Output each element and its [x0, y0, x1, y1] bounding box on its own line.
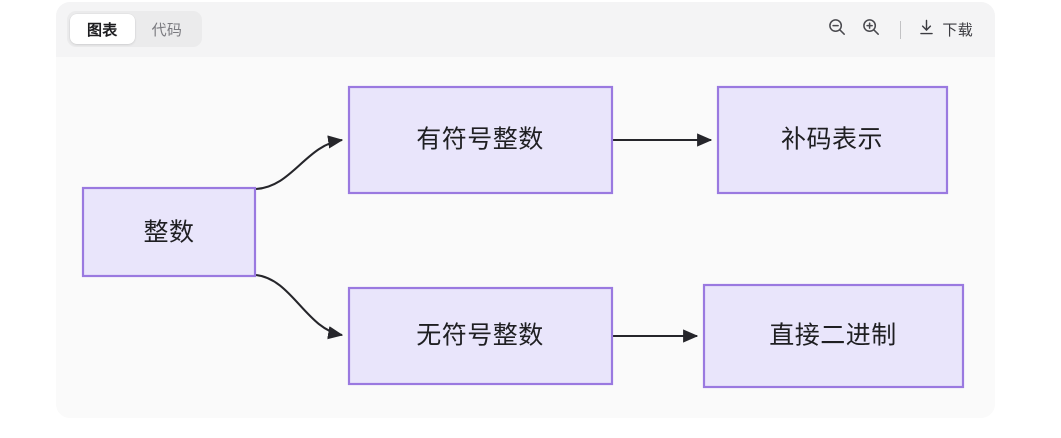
flowchart-svg: 整数 有符号整数 补码表示 无符号整数 直接二进制 — [81, 85, 965, 389]
node-twos-complement-box[interactable] — [716, 85, 949, 195]
tab-chart[interactable]: 图表 — [70, 14, 135, 44]
diagram-canvas: 整数 有符号整数 补码表示 无符号整数 直接二进制 — [56, 57, 995, 418]
zoom-out-icon — [827, 17, 847, 42]
node-direct-binary[interactable]: 直接二进制 — [702, 283, 965, 389]
node-direct-binary-label: 直接二进制 — [769, 322, 897, 350]
download-icon — [917, 18, 936, 41]
header-toolbar: 下载 — [820, 2, 979, 57]
node-unsigned-integer[interactable]: 无符号整数 — [347, 286, 614, 386]
node-unsigned-integer-box[interactable] — [347, 286, 614, 386]
node-integer[interactable]: 整数 — [81, 186, 257, 278]
node-integer-label: 整数 — [143, 219, 194, 247]
node-signed-integer-box[interactable] — [347, 85, 614, 195]
card-header: 图表 代码 — [56, 2, 995, 57]
zoom-in-button[interactable] — [854, 13, 888, 47]
zoom-in-icon — [861, 17, 881, 42]
view-mode-tabs: 图表 代码 — [67, 11, 203, 47]
node-unsigned-integer-label: 无符号整数 — [416, 322, 544, 350]
toolbar-divider — [900, 20, 902, 39]
node-integer-box[interactable] — [81, 186, 257, 278]
zoom-out-button[interactable] — [820, 13, 854, 47]
node-direct-binary-box[interactable] — [702, 283, 965, 389]
diagram-card: 图表 代码 — [56, 2, 995, 418]
download-button[interactable]: 下载 — [913, 13, 979, 47]
edge-integer-to-unsigned — [255, 273, 344, 340]
tab-code[interactable]: 代码 — [151, 21, 183, 39]
edge-integer-to-signed — [255, 135, 344, 191]
node-twos-complement-label: 补码表示 — [781, 126, 883, 154]
node-twos-complement[interactable]: 补码表示 — [716, 85, 949, 195]
edge-group — [255, 133, 713, 343]
download-label: 下载 — [942, 22, 973, 39]
node-signed-integer[interactable]: 有符号整数 — [347, 85, 614, 195]
node-signed-integer-label: 有符号整数 — [416, 126, 544, 154]
